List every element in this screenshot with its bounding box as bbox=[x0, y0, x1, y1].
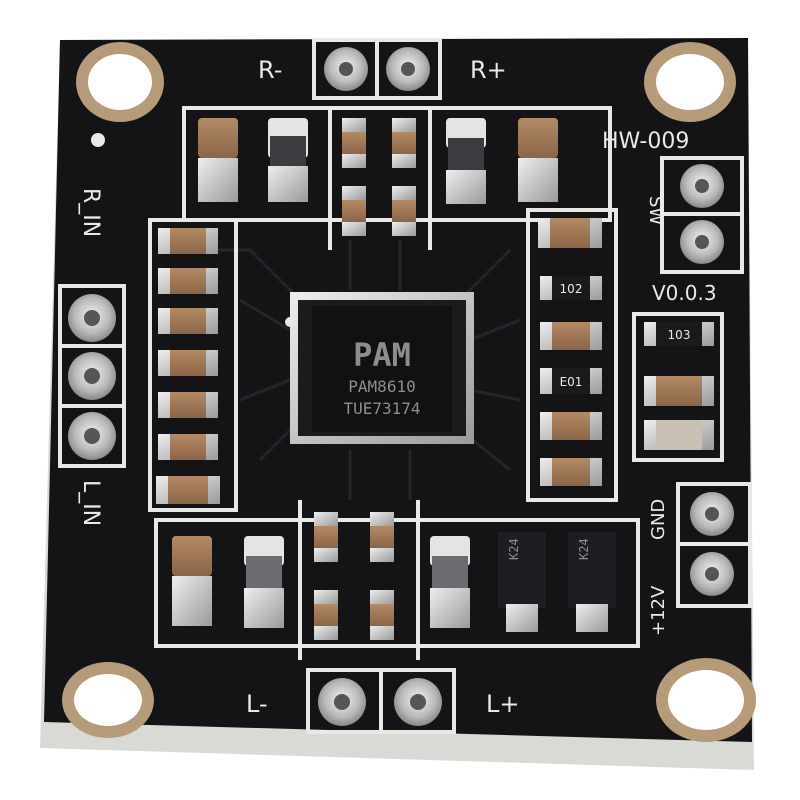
label-r-minus: R- bbox=[258, 56, 282, 84]
ic-pin1-marker bbox=[285, 317, 295, 327]
bottom-components bbox=[172, 512, 616, 640]
board-model: HW-009 bbox=[602, 129, 689, 154]
resistor-label-e01: E01 bbox=[560, 375, 583, 389]
diode-label-2: K24 bbox=[577, 538, 591, 560]
label-r-in: R_IN bbox=[78, 188, 103, 237]
top-small-caps bbox=[342, 118, 416, 236]
label-l-minus: L- bbox=[246, 690, 268, 718]
amplifier-ic: PAM PAM8610 TUE73174 bbox=[290, 292, 474, 444]
chip-logo: PAM bbox=[353, 336, 411, 374]
top-capacitors bbox=[198, 118, 558, 204]
board-version: V0.0.3 bbox=[652, 281, 717, 305]
label-gnd: GND bbox=[648, 499, 669, 540]
silkscreen-outlines bbox=[58, 38, 752, 734]
chip-part-number: PAM8610 bbox=[348, 377, 415, 396]
label-12v: +12V bbox=[648, 585, 669, 636]
left-cap-column bbox=[156, 228, 220, 504]
pin1-marker bbox=[91, 133, 105, 147]
resistor-label-103: 103 bbox=[668, 328, 691, 342]
label-l-plus: L+ bbox=[486, 690, 519, 718]
diode-label-1: K24 bbox=[507, 538, 521, 560]
label-l-in: L_IN bbox=[78, 480, 103, 526]
mounting-holes bbox=[62, 42, 756, 742]
resistor-label-102: 102 bbox=[560, 282, 583, 296]
through-hole-pads bbox=[68, 47, 734, 726]
right-component-column bbox=[538, 218, 714, 486]
label-sw: SW bbox=[645, 196, 666, 225]
label-r-plus: R+ bbox=[470, 56, 507, 84]
chip-lot-code: TUE73174 bbox=[343, 399, 420, 418]
